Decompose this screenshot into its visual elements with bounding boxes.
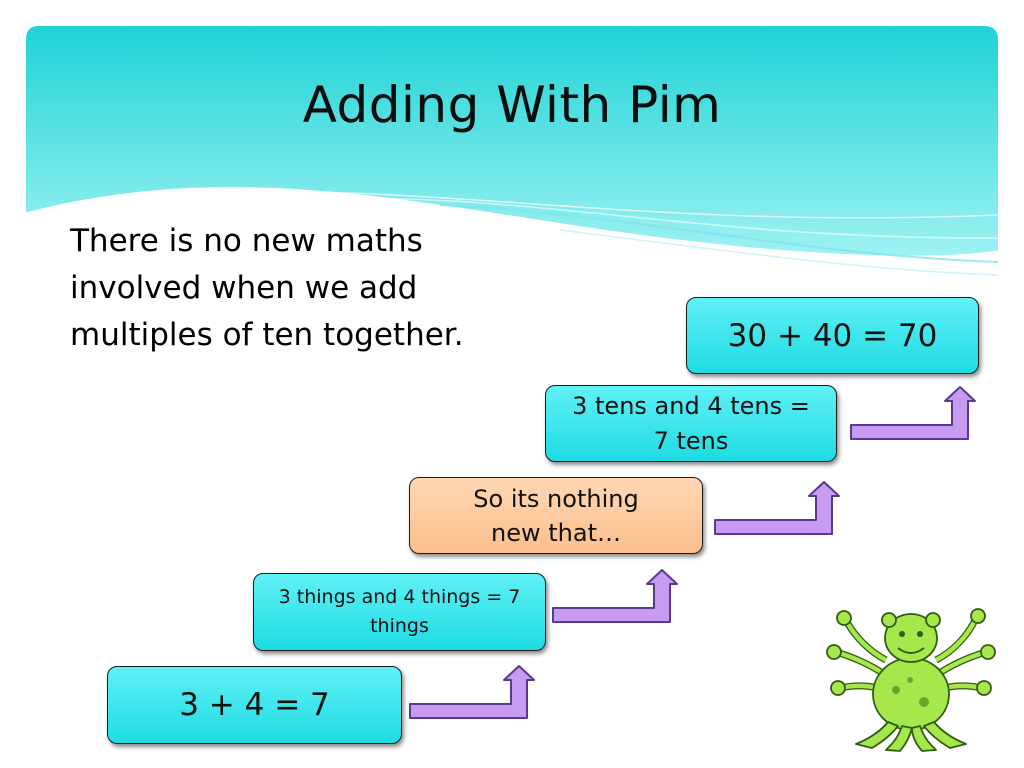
pim-monster-icon (826, 608, 996, 752)
step-box-5: 30 + 40 = 70 (686, 297, 979, 374)
step-arrow-4 (850, 386, 976, 440)
step-arrow-3 (714, 481, 840, 535)
header-wave-banner (25, 26, 999, 276)
step-box-2: 3 things and 4 things = 7 things (253, 573, 546, 651)
step-arrow-2 (552, 569, 678, 623)
step-box-5-text: 30 + 40 = 70 (727, 317, 938, 354)
step-arrow-1 (409, 665, 535, 719)
intro-text: There is no new maths involved when we a… (70, 223, 464, 353)
step-box-4-text: 3 tens and 4 tens = 7 tens (572, 391, 810, 455)
step-box-2-text: 3 things and 4 things = 7 things (278, 586, 521, 637)
step-box-1: 3 + 4 = 7 (107, 666, 402, 744)
slide-title: Adding With Pim (302, 76, 722, 134)
step-box-4: 3 tens and 4 tens = 7 tens (545, 385, 837, 462)
step-box-1-text: 3 + 4 = 7 (179, 687, 330, 723)
step-box-3: So its nothing new that… (409, 477, 703, 554)
step-box-3-text: So its nothing new that… (473, 484, 639, 547)
